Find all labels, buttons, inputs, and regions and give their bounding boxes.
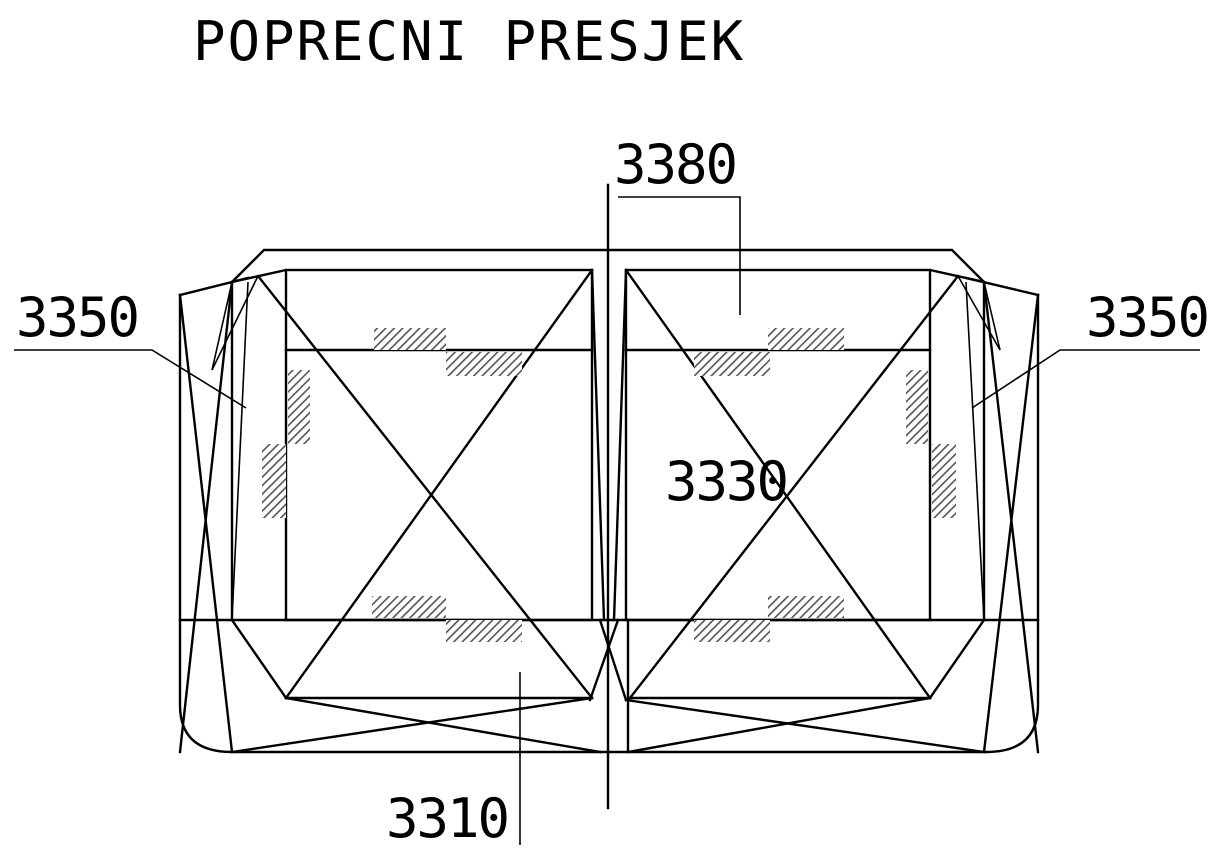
leader-lines — [14, 196, 1200, 845]
label-3350-left: 3350 — [16, 286, 138, 349]
side-wall-left — [178, 268, 288, 754]
center-divider — [230, 183, 986, 810]
hatched-blocks — [262, 328, 956, 642]
label-3330: 3330 — [665, 450, 787, 513]
drawing-title: POPRECNI PRESJEK — [193, 10, 745, 73]
right-box — [624, 268, 986, 700]
left-box — [230, 268, 594, 700]
label-3380: 3380 — [614, 133, 736, 196]
label-3350-right: 3350 — [1086, 286, 1208, 349]
label-3310: 3310 — [386, 787, 508, 850]
